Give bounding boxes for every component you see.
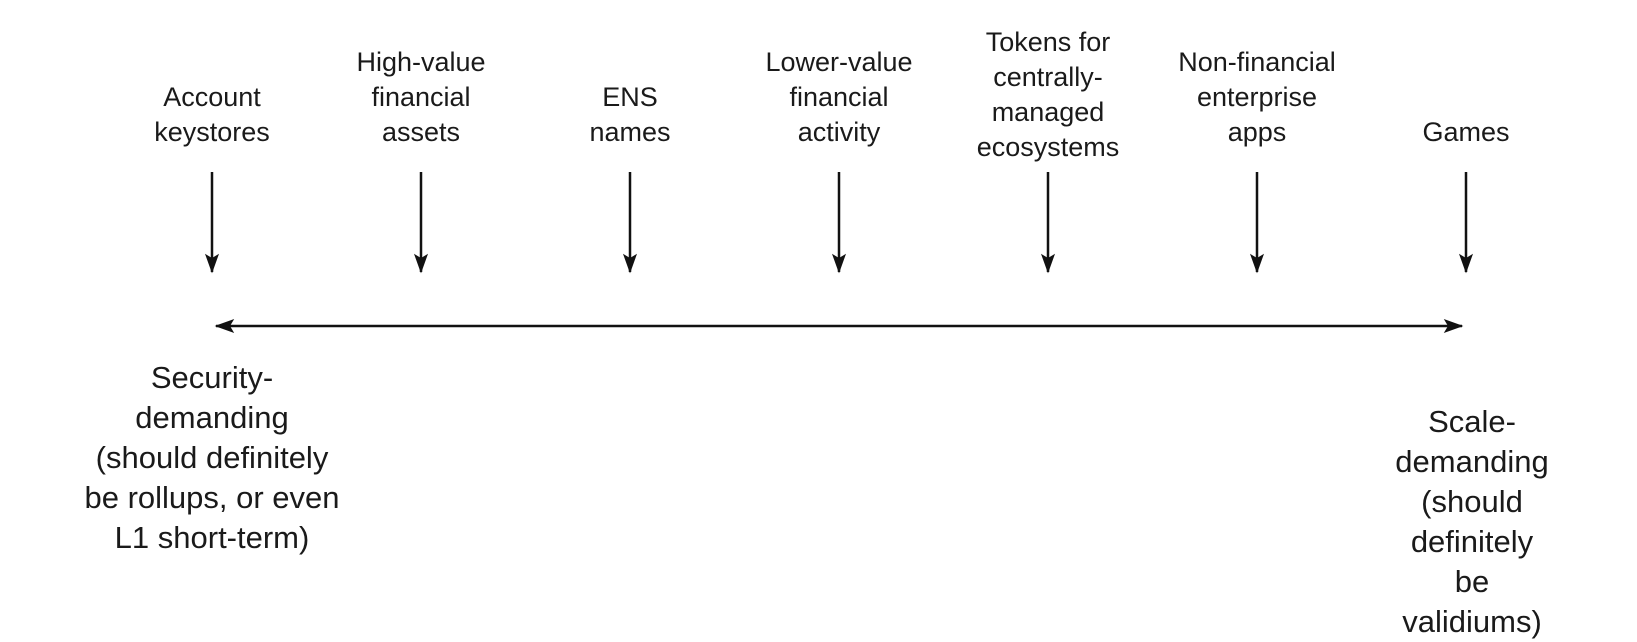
category-label-5: Tokens for centrally- managed ecosystems: [976, 27, 1120, 162]
security-demanding-label: Security- demanding (should definitely b…: [84, 360, 340, 555]
arrows-layer: [205, 172, 1473, 333]
category-arrows: [205, 172, 1473, 274]
security-scale-spectrum-diagram: Account keystores High-value financial as…: [84, 27, 1548, 639]
category-label-1: Account keystores: [154, 82, 270, 147]
category-label-3: ENS names: [589, 82, 671, 147]
category-label-7: Games: [1422, 117, 1510, 147]
scale-demanding-label: Scale-demanding (should definitely be va…: [1395, 404, 1549, 639]
category-label-6: Non-financial enterprise apps: [1178, 47, 1336, 147]
category-label-2: High-value financial assets: [356, 47, 486, 147]
category-label-4: Lower-value financial activity: [765, 47, 913, 147]
